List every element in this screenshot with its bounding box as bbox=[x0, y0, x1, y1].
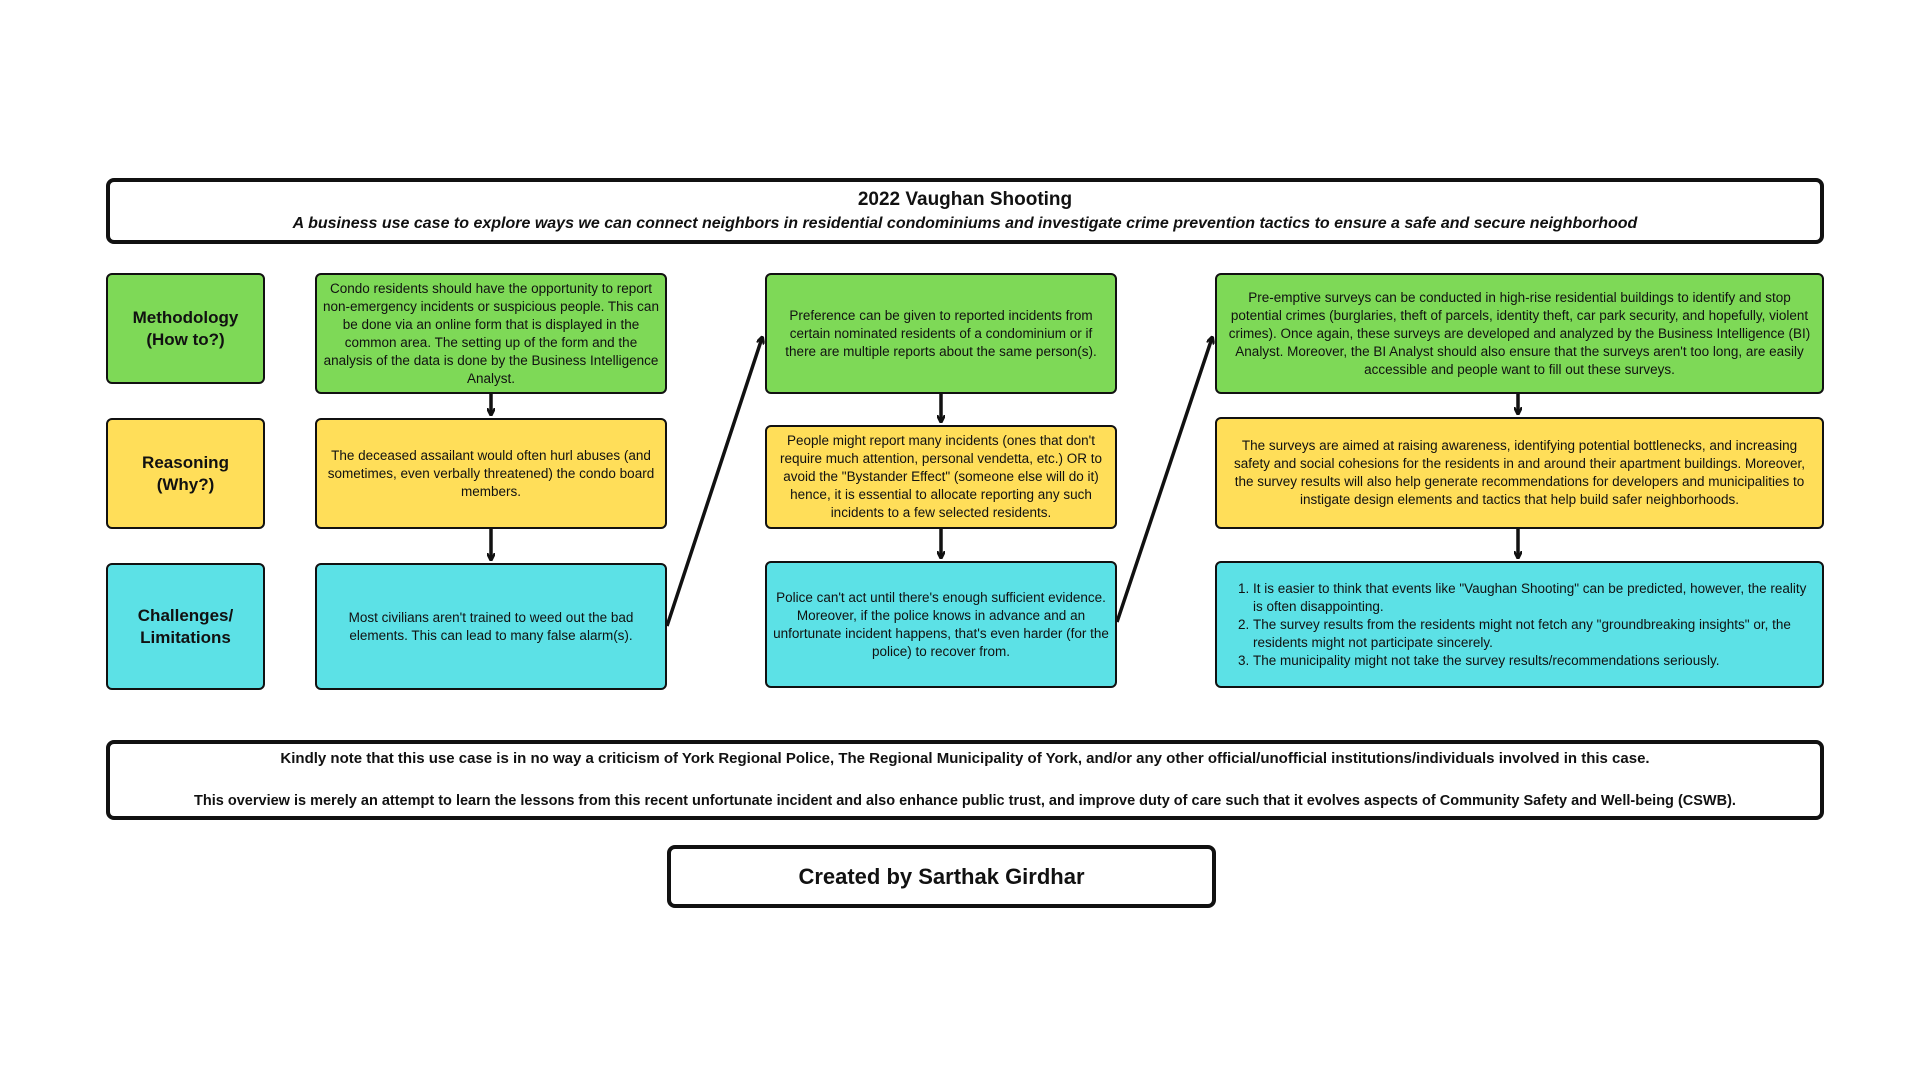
list-item: It is easier to think that events like "… bbox=[1253, 580, 1812, 616]
arrow-col2-to-col3 bbox=[1115, 338, 1212, 623]
disclaimer-box: Kindly note that this use case is in no … bbox=[106, 740, 1824, 820]
credit-box: Created by Sarthak Girdhar bbox=[667, 845, 1216, 908]
disclaimer-line-2: This overview is merely an attempt to le… bbox=[194, 793, 1736, 809]
col2-methodology-box: Preference can be given to reported inci… bbox=[765, 273, 1117, 394]
col3-reasoning-box: The surveys are aimed at raising awarene… bbox=[1215, 417, 1824, 529]
row-label-reasoning: Reasoning (Why?) bbox=[106, 418, 265, 529]
page-subtitle: A business use case to explore ways we c… bbox=[292, 215, 1638, 232]
col3-methodology-box: Pre-emptive surveys can be conducted in … bbox=[1215, 273, 1824, 394]
arrow-col1-to-col2 bbox=[665, 338, 762, 627]
col1-challenges-box: Most civilians aren't trained to weed ou… bbox=[315, 563, 667, 690]
col1-reasoning-box: The deceased assailant would often hurl … bbox=[315, 418, 667, 529]
row-label-methodology: Methodology (How to?) bbox=[106, 273, 265, 384]
header-box: 2022 Vaughan Shooting A business use cas… bbox=[106, 178, 1824, 244]
col3-challenges-list: It is easier to think that events like "… bbox=[1227, 580, 1812, 670]
col1-methodology-box: Condo residents should have the opportun… bbox=[315, 273, 667, 394]
disclaimer-line-1: Kindly note that this use case is in no … bbox=[280, 750, 1650, 767]
row-label-challenges: Challenges/ Limitations bbox=[106, 563, 265, 690]
page-title: 2022 Vaughan Shooting bbox=[857, 189, 1073, 210]
col2-reasoning-box: People might report many incidents (ones… bbox=[765, 425, 1117, 529]
col2-challenges-box: Police can't act until there's enough su… bbox=[765, 561, 1117, 688]
col3-challenges-box: It is easier to think that events like "… bbox=[1215, 561, 1824, 688]
list-item: The survey results from the residents mi… bbox=[1253, 616, 1812, 652]
list-item: The municipality might not take the surv… bbox=[1253, 652, 1812, 670]
